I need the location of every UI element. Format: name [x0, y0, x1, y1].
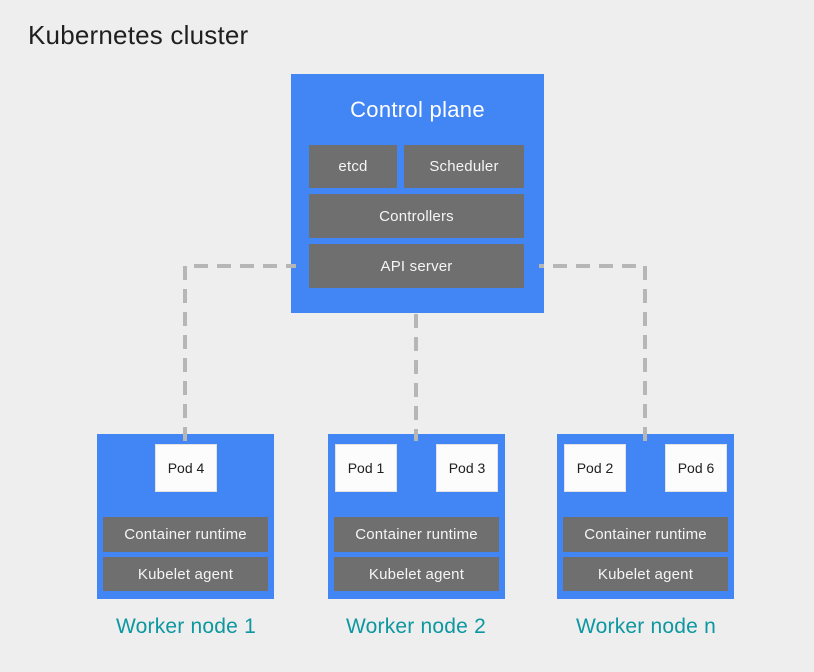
- pod-box: Pod 1: [335, 444, 397, 492]
- worker-node-1-label: Worker node 1: [116, 615, 256, 638]
- container-runtime-box: Container runtime: [334, 517, 499, 552]
- connector-left: [183, 264, 296, 441]
- kubelet-agent-box: Kubelet agent: [563, 557, 728, 591]
- controllers-box: Controllers: [309, 194, 524, 238]
- etcd-box: etcd: [309, 145, 397, 188]
- worker-node-n-label: Worker node n: [576, 615, 716, 638]
- api-server-box: API server: [309, 244, 524, 288]
- control-plane-components: etcd Scheduler Controllers API server: [309, 145, 524, 294]
- pod-box: Pod 4: [155, 444, 217, 492]
- pod-box: Pod 2: [564, 444, 626, 492]
- control-plane-title: Control plane: [350, 97, 485, 122]
- pod-box: Pod 6: [665, 444, 727, 492]
- scheduler-box: Scheduler: [404, 145, 524, 188]
- connector-right: [539, 264, 647, 441]
- worker-node-2-box: Pod 1 Pod 3 Container runtime Kubelet ag…: [328, 434, 505, 599]
- pod-box: Pod 3: [436, 444, 498, 492]
- worker-node-1-box: Pod 4 Container runtime Kubelet agent: [97, 434, 274, 599]
- worker-node-n-box: Pod 2 Pod 6 Container runtime Kubelet ag…: [557, 434, 734, 599]
- control-plane-box: Control plane etcd Scheduler Controllers…: [291, 74, 544, 313]
- kubelet-agent-box: Kubelet agent: [103, 557, 268, 591]
- control-plane-row: etcd Scheduler: [309, 145, 524, 188]
- diagram-title: Kubernetes cluster: [28, 20, 249, 50]
- container-runtime-box: Container runtime: [563, 517, 728, 552]
- container-runtime-box: Container runtime: [103, 517, 268, 552]
- worker-node-2-label: Worker node 2: [346, 615, 486, 638]
- kubelet-agent-box: Kubelet agent: [334, 557, 499, 591]
